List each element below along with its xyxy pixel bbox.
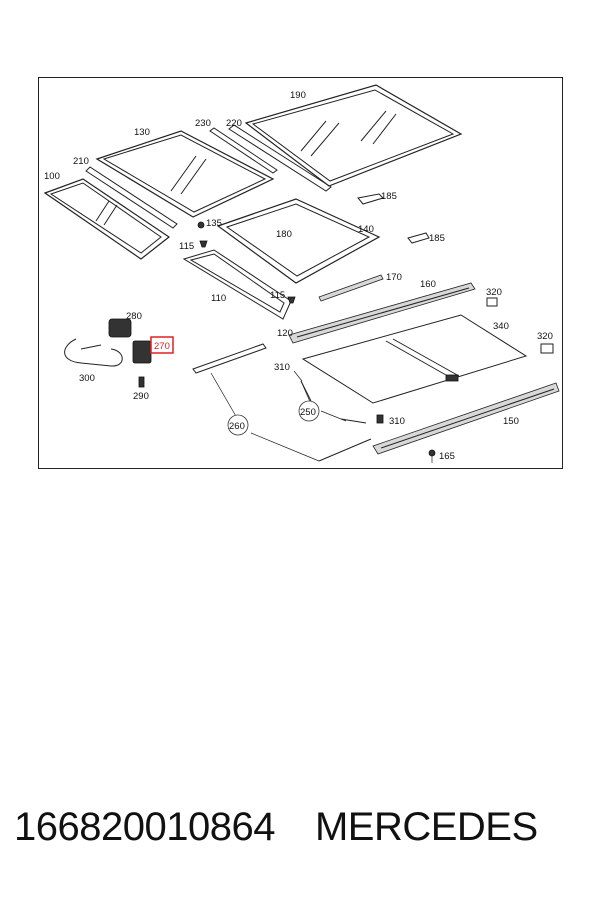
part-185-bracket-b: [407, 232, 430, 244]
part-150-side-rail: [372, 382, 560, 455]
part-115-clip-b: [287, 296, 296, 304]
callout-170: 170: [386, 272, 402, 283]
callout-310-b: 310: [389, 416, 405, 427]
callout-160: 160: [420, 279, 436, 290]
callout-115-b: 115: [270, 290, 285, 301]
diagram-drawing: 190 230 220 130 210 100 185 135 140 180 …: [43, 84, 560, 463]
footer-caption: 166820010864 MERCEDES: [14, 805, 590, 861]
part-320-clip-b: [540, 343, 554, 354]
leader-lines: [210, 372, 347, 462]
part-100-glass: [43, 178, 171, 260]
exploded-parts-diagram: 190 230 220 130 210 100 185 135 140 180 …: [38, 77, 563, 469]
callout-180: 180: [276, 229, 292, 240]
callout-115-a: 115: [179, 241, 194, 252]
part-220-seal: [228, 124, 332, 192]
callout-circle-250: [298, 400, 320, 422]
part-320-clip-a: [486, 297, 498, 307]
callout-165: 165: [439, 451, 455, 462]
callout-130: 130: [134, 127, 150, 138]
part-170-strip: [318, 274, 384, 302]
part-340-sunblind: [301, 314, 528, 404]
callout-340: 340: [493, 321, 509, 332]
callout-110: 110: [211, 293, 226, 304]
callout-280: 280: [126, 311, 142, 322]
callout-120: 120: [277, 328, 293, 339]
part-160-rail: [288, 282, 476, 344]
part-310-pin-a: [293, 370, 303, 382]
callout-250: 250: [300, 407, 316, 418]
part-270-control-unit: [132, 340, 152, 364]
part-230-seal: [209, 127, 278, 174]
callout-220: 220: [226, 118, 242, 129]
callout-290: 290: [133, 391, 149, 402]
part-280-motor: [108, 318, 132, 338]
part-290-screw: [138, 376, 145, 388]
highlight-box-270: [150, 336, 174, 354]
callout-270: 270: [154, 341, 170, 352]
part-310-pin-b: [376, 414, 384, 424]
part-115-clip-a: [199, 240, 208, 248]
callout-310-a: 310: [274, 362, 290, 373]
part-165-bolt: [428, 449, 436, 463]
callout-circle-260: [227, 414, 249, 436]
part-190-rear-glass: [244, 84, 463, 187]
callout-320-b: 320: [537, 331, 553, 342]
callout-185-a: 185: [381, 191, 397, 202]
callout-210: 210: [73, 156, 89, 167]
brand-name: MERCEDES: [314, 805, 538, 849]
part-number: 166820010864: [14, 805, 275, 849]
callout-185-b: 185: [429, 233, 445, 244]
part-130-front-glass: [95, 130, 275, 218]
part-300-harness: [64, 338, 123, 367]
part-135-clip: [197, 221, 205, 229]
part-260-cable: [192, 343, 372, 462]
callout-190: 190: [290, 90, 306, 101]
callout-135: 135: [206, 218, 222, 229]
callout-300: 300: [79, 373, 95, 384]
callout-100: 100: [44, 171, 60, 182]
callout-140: 140: [358, 224, 374, 235]
callout-320-a: 320: [486, 287, 502, 298]
part-185-bracket-a: [357, 193, 384, 205]
callout-230: 230: [195, 118, 211, 129]
callout-150: 150: [503, 416, 519, 427]
part-180-frame: [216, 198, 381, 284]
callout-260: 260: [229, 421, 245, 432]
part-210-seal: [85, 166, 178, 229]
